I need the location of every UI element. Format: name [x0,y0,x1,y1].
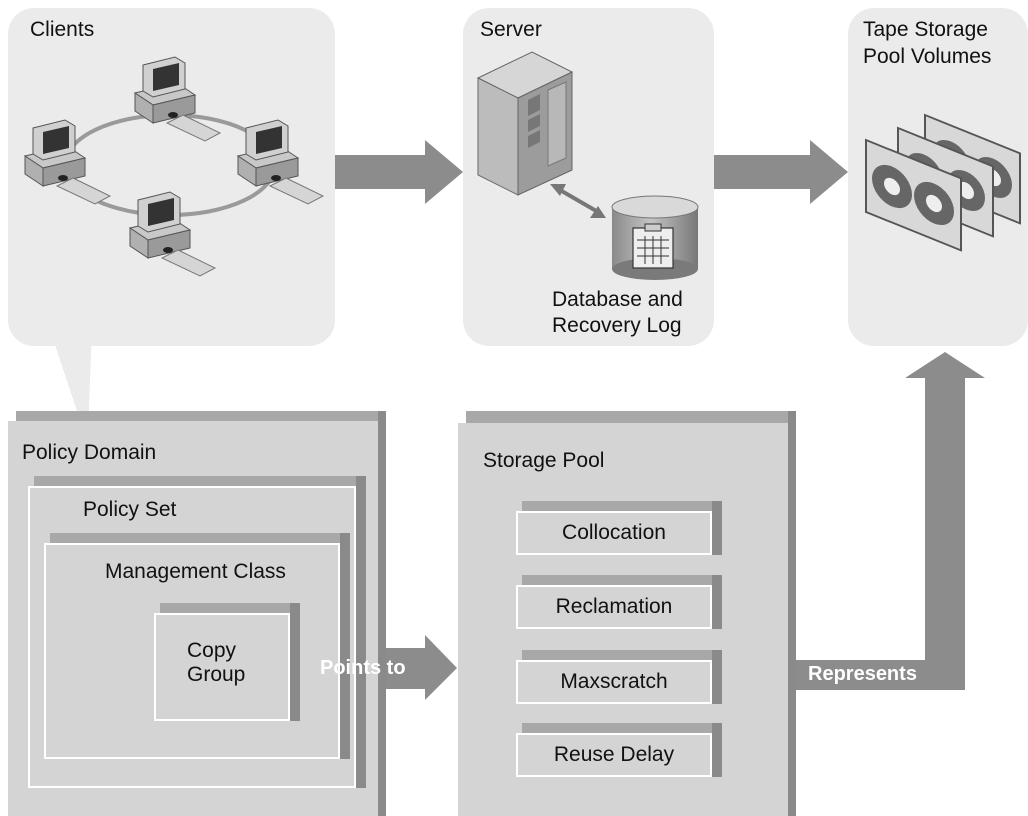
points-to-label: Points to [320,657,406,679]
management-class-label: Management Class [105,560,286,583]
database-label-line2: Recovery Log [552,314,682,337]
policy-set-label: Policy Set [83,498,177,521]
tape-title-line2: Pool Volumes [863,45,992,68]
represents-label: Represents [808,663,917,685]
client-computer-icon [236,119,325,205]
storage-pool-title: Storage Pool [483,449,605,472]
represents-arrow [796,352,985,690]
clients-callout-pointer [50,330,92,432]
policy-domain-label: Policy Domain [22,441,157,464]
copy-group-box [154,603,300,721]
server-to-tape-arrow [714,140,848,204]
copy-group-label-line2: Group [187,663,246,686]
maxscratch-item: Maxscratch [516,650,722,704]
clients-to-server-arrow [335,140,463,204]
reuse-delay-label: Reuse Delay [553,743,675,766]
server-tower-icon [476,51,574,196]
server-title: Server [480,18,542,41]
client-computer-icon [23,119,112,205]
reclamation-label: Reclamation [555,595,673,618]
tape-cartridge-icon [865,138,962,252]
collocation-label: Collocation [562,521,666,544]
database-label-line1: Database and [552,288,683,311]
collocation-item: Collocation [516,501,722,555]
database-cylinder-icon [611,195,699,280]
client-computer-icon [128,191,217,277]
maxscratch-label: Maxscratch [560,670,668,693]
clients-title: Clients [30,18,95,41]
tape-title-line1: Tape Storage [863,18,988,41]
server-database-double-arrow [550,184,606,218]
reclamation-item: Reclamation [516,575,722,629]
client-computer-icon [133,56,222,142]
reuse-delay-item: Reuse Delay [516,723,722,777]
copy-group-label-line1: Copy [187,639,237,662]
